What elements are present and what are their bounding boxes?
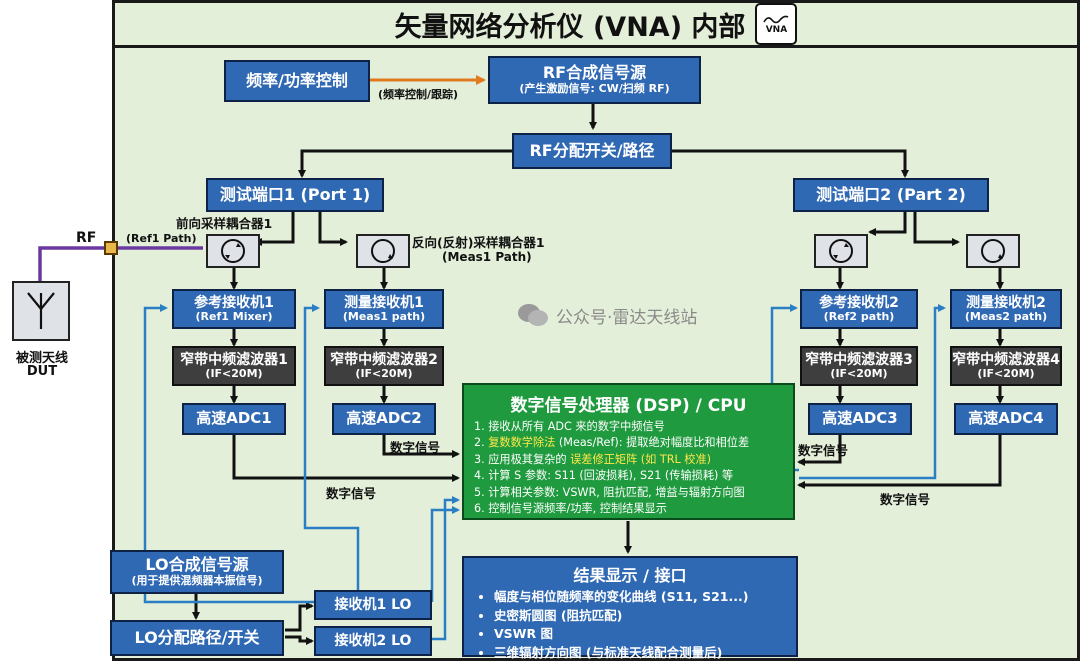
digital-signal-label: 数字信号 [798,440,848,459]
rf-switch-box: RF分配开关/路径 [512,133,672,169]
adc-label: 高速ADC3 [822,410,898,427]
receiver-label: 参考接收机1 [194,295,274,311]
results-item: VSWR 图 [494,625,784,644]
filter-label: 窄带中频滤波器3 [805,352,913,368]
coupler-icon [206,234,260,268]
watermark-text: 公众号·雷达天线站 [556,303,697,328]
dsp-step: 6. 控制信号源频率/功率, 控制结果显示 [474,501,783,517]
rf-source-label: RF合成信号源 [543,64,646,82]
lo-switch-label: LO分配路径/开关 [134,629,259,647]
test-port1-box: 测试端口1 (Port 1) [206,178,384,212]
filter-sub: (IF<20M) [977,368,1034,381]
reverse-coupler-label: 反向(反射)采样耦合器1 [412,232,545,251]
rf-source-box: RF合成信号源 (产生激励信号: CW/扫频 RF) [488,56,701,104]
receiver-label: 参考接收机2 [819,295,899,311]
lo-switch-box: LO分配路径/开关 [110,620,284,656]
adc-box: 高速ADC2 [332,403,436,435]
receiver-box: 参考接收机1 (Ref1 Mixer) [172,289,296,329]
dsp-title: 数字信号处理器 (DSP) / CPU [474,391,783,416]
freq-control-label: 频率/功率控制 [246,72,348,90]
results-title: 结果显示 / 接口 [476,562,784,586]
watermark: 公众号·雷达天线站 [516,302,697,328]
receiver-label: 测量接收机1 [344,295,424,311]
receiver-box: 测量接收机1 (Meas1 path) [324,289,444,329]
antenna-icon [12,281,70,341]
lo-source-box: LO合成信号源 (用于提供混频器本振信号) [110,550,284,594]
dsp-cpu-box: 数字信号处理器 (DSP) / CPU 1. 接收从所有 ADC 来的数字中频信… [462,383,795,520]
if-filter-box: 窄带中频滤波器4 (IF<20M) [950,346,1062,386]
filter-label: 窄带中频滤波器2 [330,352,438,368]
dsp-step: 2. 复数数学除法 (Meas/Ref): 提取绝对幅度比和相位差 [474,435,783,451]
coupler-icon [966,234,1020,268]
digital-signal-label: 数字信号 [326,483,376,502]
receiver-sub: (Ref1 Mixer) [196,311,273,324]
results-box: 结果显示 / 接口 幅度与相位随频率的变化曲线 (S11, S21...) 史密… [462,556,798,657]
adc-box: 高速ADC1 [182,403,286,435]
dsp-step: 5. 计算相关参数: VSWR, 阻抗匹配, 增益与辐射方向图 [474,485,783,501]
results-item: 史密斯圆图 (阻抗匹配) [494,607,784,626]
dsp-step: 4. 计算 S 参数: S11 (回波损耗), S21 (传输损耗) 等 [474,468,783,484]
lo-source-sub: (用于提供混频器本振信号) [131,575,262,588]
dsp-step: 1. 接收从所有 ADC 来的数字中频信号 [474,419,783,435]
filter-label: 窄带中频滤波器4 [952,352,1060,368]
port1-label: 测试端口1 (Port 1) [220,186,370,204]
dut-sub: DUT [10,364,74,379]
port2-label: 测试端口2 (Part 2) [816,186,966,204]
adc-label: 高速ADC2 [346,410,422,427]
rf-label: RF [76,230,96,246]
adc-box: 高速ADC3 [808,403,912,435]
rf-switch-label: RF分配开关/路径 [529,142,654,160]
if-filter-box: 窄带中频滤波器1 (IF<20M) [172,346,296,386]
adc-box: 高速ADC4 [954,403,1058,435]
reverse-coupler-sub: (Meas1 Path) [442,250,532,264]
digital-signal-label: 数字信号 [880,489,930,508]
freq-power-control-box: 频率/功率控制 [224,60,370,102]
filter-sub: (IF<20M) [830,368,887,381]
receiver-box: 测量接收机2 (Meas2 path) [950,289,1062,329]
receiver-sub: (Meas1 path) [343,311,425,324]
forward-coupler-label: 前向采样耦合器1 [176,213,272,232]
receiver-label: 测量接收机2 [966,295,1046,311]
results-item: 幅度与相位随频率的变化曲线 (S11, S21...) [494,588,784,607]
coupler-icon [356,234,410,268]
filter-label: 窄带中频滤波器1 [180,352,288,368]
results-item: 三维辐射方向图 (与标准天线配合测量后) [494,644,784,662]
filter-sub: (IF<20M) [355,368,412,381]
wechat-icon [516,302,550,328]
receiver2-lo-box: 接收机2 LO [314,626,432,656]
if-filter-box: 窄带中频滤波器3 (IF<20M) [800,346,918,386]
adc-label: 高速ADC4 [968,410,1044,427]
receiver-sub: (Meas2 path) [965,311,1047,324]
lo1-label: 接收机1 LO [335,597,412,613]
receiver-sub: (Ref2 path) [824,311,895,324]
forward-coupler-sub: (Ref1 Path) [126,232,197,245]
lo-source-label: LO合成信号源 [145,556,248,574]
freq-control-arrow-label: (频率控制/跟踪) [378,86,458,102]
if-filter-box: 窄带中频滤波器2 (IF<20M) [324,346,444,386]
rf-source-sub: (产生激励信号: CW/扫频 RF) [519,83,669,96]
receiver1-lo-box: 接收机1 LO [314,590,432,620]
adc-label: 高速ADC1 [196,410,272,427]
coupler-icon [814,234,868,268]
filter-sub: (IF<20M) [205,368,262,381]
rf-connector-icon [104,241,118,255]
digital-signal-label: 数字信号 [390,437,440,456]
results-list: 幅度与相位随频率的变化曲线 (S11, S21...) 史密斯圆图 (阻抗匹配)… [476,588,784,662]
receiver-box: 参考接收机2 (Ref2 path) [800,289,918,329]
dsp-step: 3. 应用极其复杂的 误差修正矩阵 (如 TRL 校准) [474,452,783,468]
test-port2-box: 测试端口2 (Part 2) [793,178,989,212]
lo2-label: 接收机2 LO [335,633,412,649]
